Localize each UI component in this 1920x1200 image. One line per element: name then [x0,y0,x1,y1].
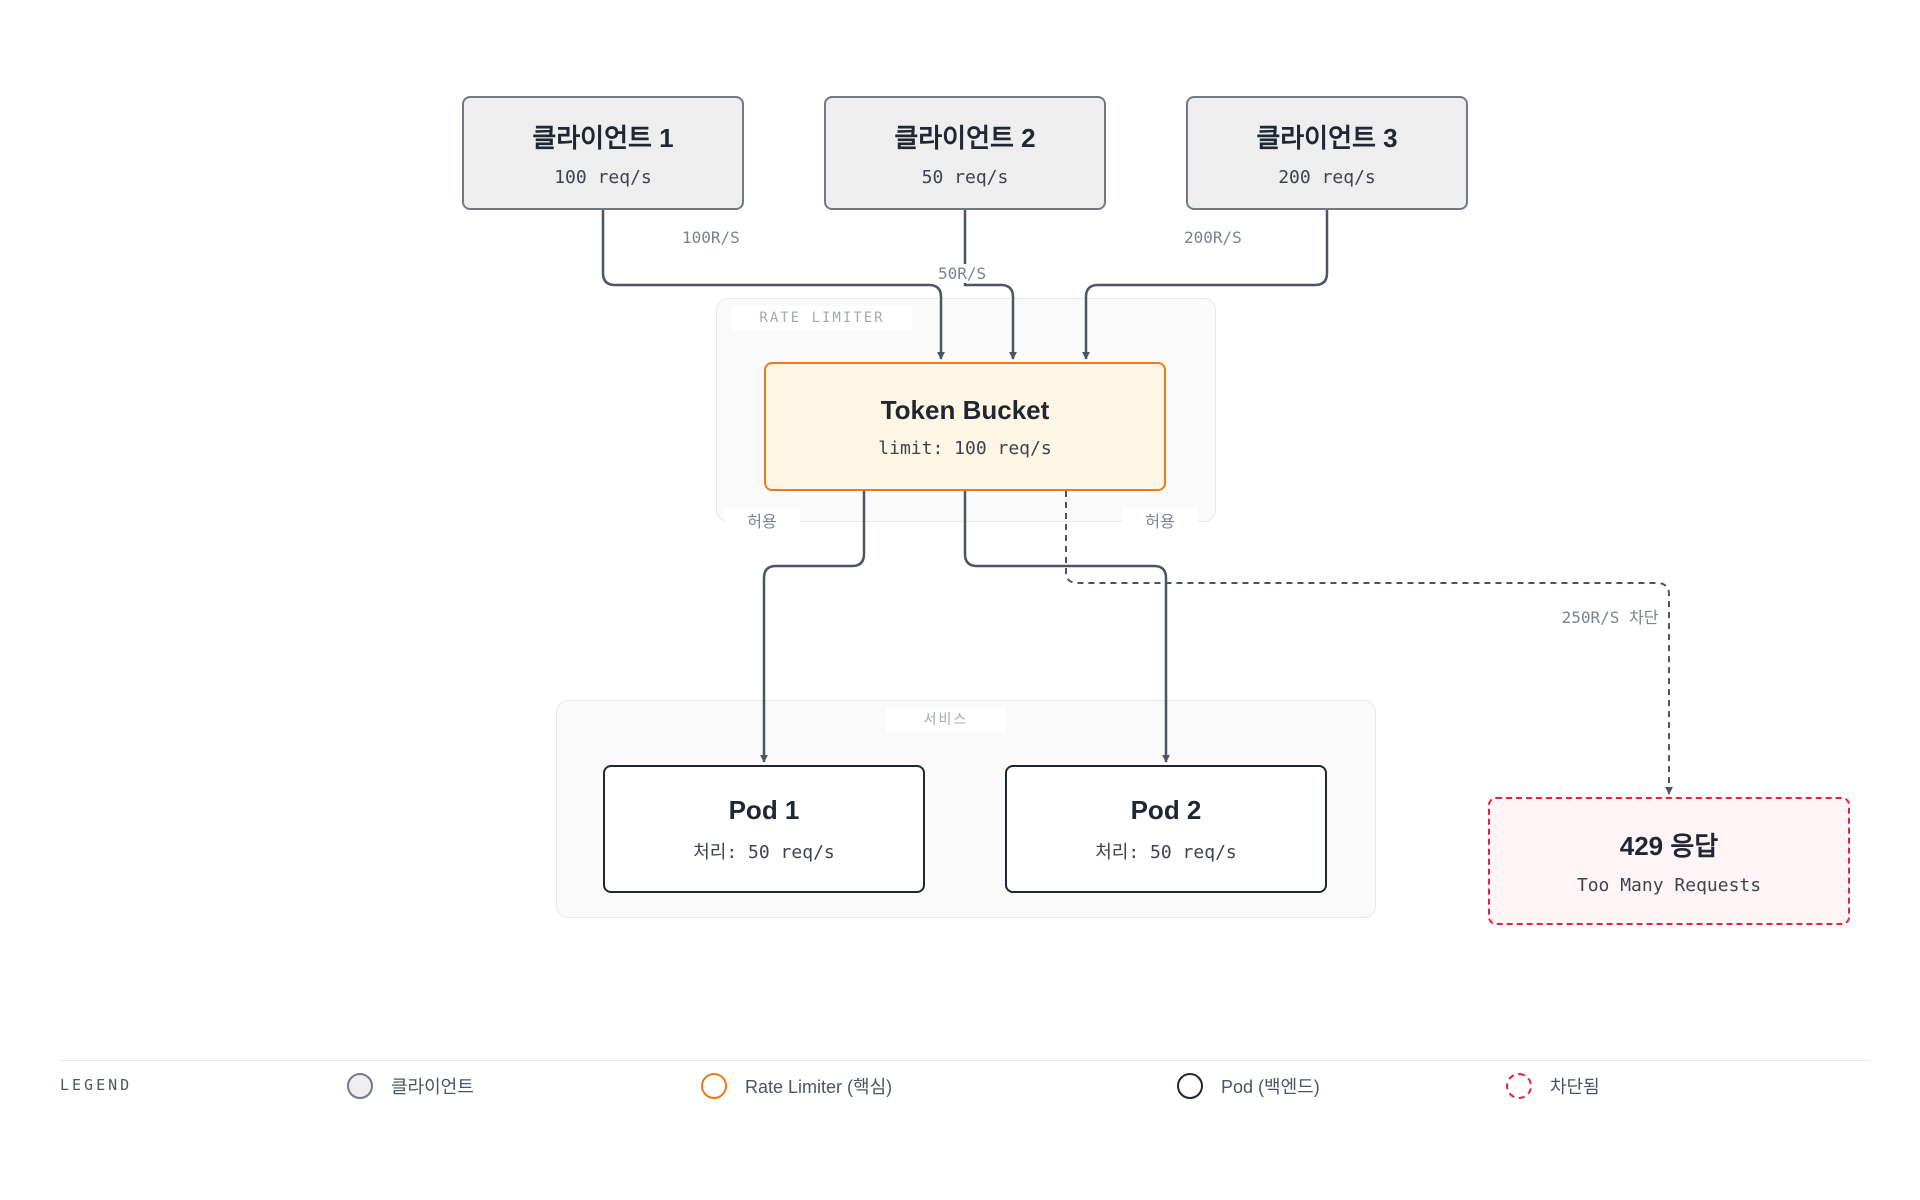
legend-label-client: 클라이언트 [391,1077,474,1097]
blocked-429-node[interactable]: 429 응답 Too Many Requests [1488,797,1850,925]
edge-label-client3: 200R/S [1180,228,1246,247]
blocked-title: 429 응답 [1619,831,1719,861]
legend-divider [60,1060,1870,1061]
pod-1-title: Pod 1 [728,794,800,825]
edge-label-client1: 100R/S [678,228,744,247]
edge-client1-to-bucket [601,210,945,360]
client-2-rate: 50 req/s [921,167,1009,188]
rate-limiter-group-label: RATE LIMITER [732,306,912,330]
edge-label-allow-right: 허용 [1122,508,1198,532]
legend-item-pod: Pod (백엔드) [1177,1070,1320,1102]
legend-item-rate-limiter: Rate Limiter (핵심) [701,1070,892,1102]
client-2-node[interactable]: 클라이언트 2 50 req/s [824,96,1106,210]
edge-client2-to-bucket [963,210,1017,360]
legend-swatch-pod [1177,1073,1203,1099]
client-1-node[interactable]: 클라이언트 1 100 req/s [462,96,744,210]
client-3-node[interactable]: 클라이언트 3 200 req/s [1186,96,1468,210]
client-1-rate: 100 req/s [554,167,652,188]
client-2-title: 클라이언트 2 [894,123,1036,153]
pod-2-rate: 처리: 50 req/s [1095,841,1237,863]
pod-2-node[interactable]: Pod 2 처리: 50 req/s [1005,765,1327,893]
legend-swatch-rate-limiter [701,1073,727,1099]
legend-item-blocked: 차단됨 [1506,1070,1600,1102]
token-bucket-limit: limit: 100 req/s [878,437,1052,459]
edge-label-blocked: 250R/S 차단 [1557,604,1663,628]
pod-2-title: Pod 2 [1130,794,1202,825]
client-3-title: 클라이언트 3 [1256,123,1398,153]
legend-label-rate-limiter: Rate Limiter (핵심) [745,1077,893,1097]
token-bucket-node[interactable]: Token Bucket limit: 100 req/s [764,362,1166,491]
edge-bucket-to-blocked [1065,491,1673,795]
pod-1-node[interactable]: Pod 1 처리: 50 req/s [603,765,925,893]
edge-bucket-to-pod1 [760,491,866,763]
edge-label-allow-left: 허용 [724,508,800,532]
legend-item-client: 클라이언트 [347,1070,474,1102]
client-1-title: 클라이언트 1 [532,123,674,153]
edge-bucket-to-pod2 [963,491,1170,763]
client-3-rate: 200 req/s [1278,167,1376,188]
legend-label-blocked: 차단됨 [1550,1077,1600,1097]
legend-swatch-client [347,1073,373,1099]
service-group-label: 서비스 [886,708,1006,732]
blocked-subtitle: Too Many Requests [1576,875,1762,896]
edge-label-client2: 50R/S [934,264,991,283]
pod-1-rate: 처리: 50 req/s [693,841,835,863]
legend-label-pod: Pod (백엔드) [1221,1077,1320,1097]
edge-client3-to-bucket [1082,210,1329,360]
token-bucket-title: Token Bucket [880,394,1050,425]
legend-title: LEGEND [60,1076,133,1094]
legend-swatch-blocked [1506,1073,1532,1099]
